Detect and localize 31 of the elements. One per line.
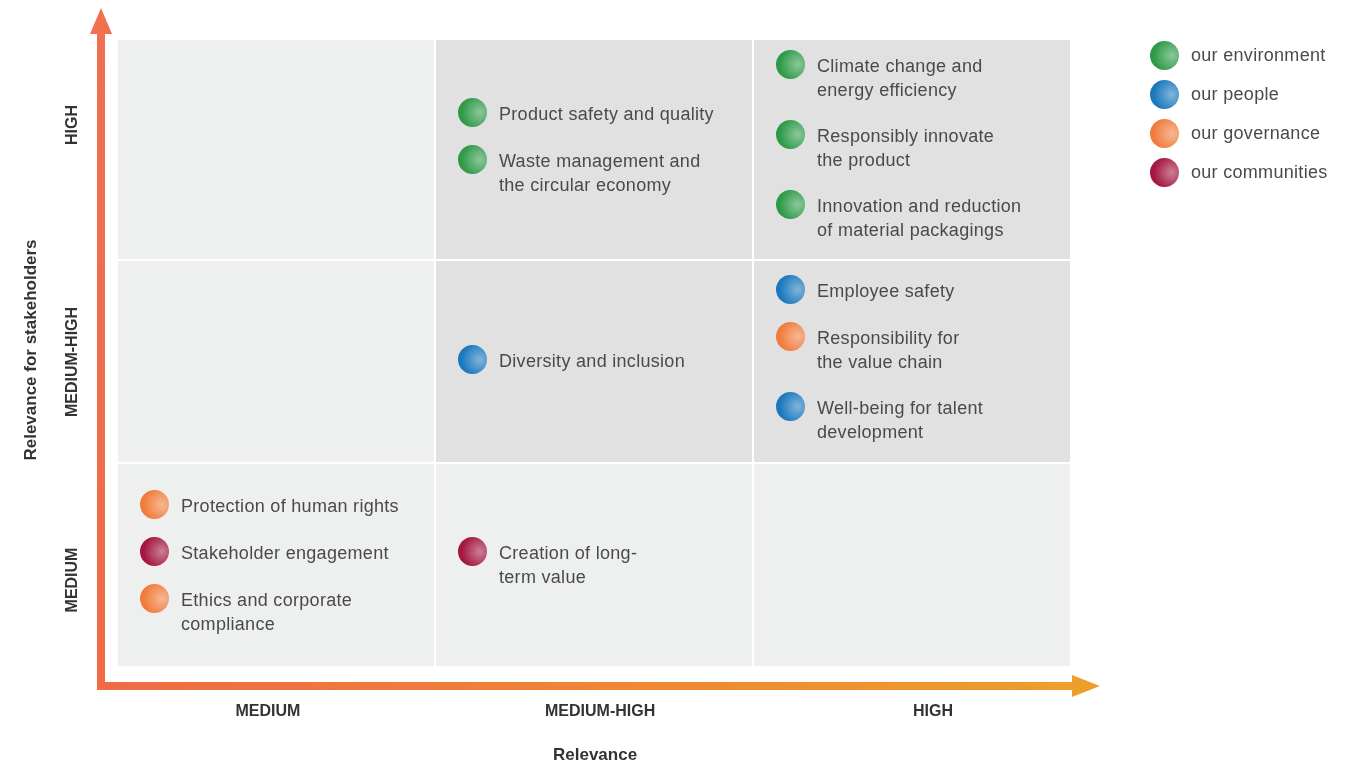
topic-text: Creation of long-term value <box>499 542 639 589</box>
topic-text: Protection of human rights <box>181 495 399 518</box>
topic-text: Well-being for talent development <box>817 397 985 444</box>
axis-tick-label: MEDIUM <box>235 702 301 720</box>
matrix-cell <box>118 464 434 666</box>
legend-text: our environment <box>1191 45 1326 66</box>
legend-text: our governance <box>1191 123 1321 144</box>
matrix-cell <box>754 261 1070 462</box>
legend-text: our people <box>1191 84 1280 105</box>
topic-text: Ethics and corporate compliance <box>181 589 354 636</box>
matrix-cell <box>754 40 1070 259</box>
axis-tick-label: MEDIUM-HIGH <box>63 306 82 418</box>
topic-text: Stakeholder engagement <box>181 542 389 565</box>
topic-text: Innovation and reduction of material packagings <box>817 195 1023 242</box>
axis-tick-label: HIGH <box>63 105 81 145</box>
axis-tick-label: HIGH <box>913 702 953 720</box>
topic-text: Responsibility for the value chain <box>817 327 961 374</box>
topic-text: Product safety and quality <box>499 103 714 126</box>
matrix-cell <box>436 261 752 462</box>
matrix-cell <box>436 464 752 666</box>
axis-title: Relevance for stakeholders <box>20 239 41 461</box>
legend-text: our communities <box>1191 162 1328 183</box>
topic-text: Responsibly innovate the product <box>817 125 996 172</box>
topic-text: Employee safety <box>817 280 955 303</box>
axis-tick-label: MEDIUM <box>62 547 81 613</box>
axis-tick-label: MEDIUM-HIGH <box>545 702 656 720</box>
topic-text: Waste management and the circular economy <box>499 150 702 197</box>
topic-text: Diversity and inclusion <box>499 350 685 373</box>
axis-title: Relevance <box>553 745 638 765</box>
matrix-cell <box>436 40 752 259</box>
topic-text: Climate change and energy efficiency <box>817 55 984 102</box>
